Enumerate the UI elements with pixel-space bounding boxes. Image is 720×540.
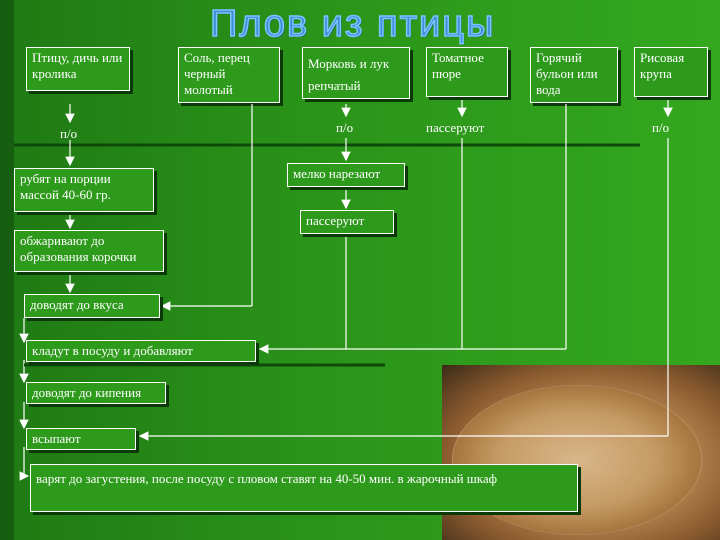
step-cut: рубят на порции массой 40-60 гр. — [14, 168, 154, 212]
step-chop: мелко нарезают — [287, 163, 405, 187]
step-boil: доводят до кипения — [26, 382, 166, 404]
step-po-right: п/о — [652, 120, 670, 135]
step-put: кладут в посуду и добавляют — [26, 340, 256, 362]
left-stripe — [0, 0, 14, 540]
step-passeruyut-top: пассеруют — [426, 120, 485, 135]
ingredient-poultry: Птицу, дичь или кролика — [26, 47, 130, 91]
step-cook: варят до загустения, после посуду с плов… — [30, 464, 578, 512]
step-po-left: п/о — [60, 126, 78, 141]
ingredient-tomato: Томатное пюре — [426, 47, 508, 97]
step-po-mid: п/о — [336, 120, 354, 135]
step-taste: доводят до вкуса — [24, 294, 160, 318]
ingredient-rice: Рисовая крупа — [634, 47, 708, 97]
ingredient-carrot-onion: Морковь и лук репчатый — [302, 47, 410, 99]
ingredient-broth: Горячий бульон или вода — [530, 47, 618, 103]
ingredient-salt-pepper: Соль, перец черный молотый — [178, 47, 280, 103]
step-fry: обжаривают до образования корочки — [14, 230, 164, 272]
step-passeruyut: пассеруют — [300, 210, 394, 234]
page-title: Плов из птицы — [209, 2, 496, 46]
step-pour: всыпают — [26, 428, 136, 450]
